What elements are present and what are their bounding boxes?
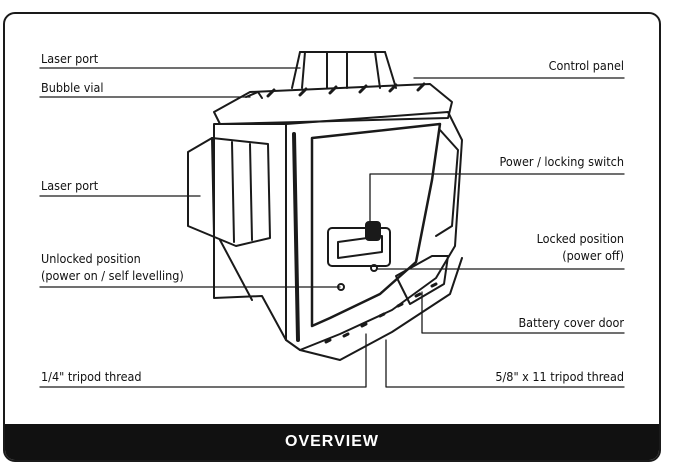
label-locked-position: Locked position bbox=[536, 231, 624, 246]
footer-title: OVERVIEW bbox=[285, 433, 379, 450]
body-top bbox=[213, 82, 453, 125]
battery-cover bbox=[299, 255, 463, 361]
label-locked-detail: (power off) bbox=[562, 248, 624, 263]
label-unlocked-position: Unlocked position bbox=[41, 251, 141, 266]
label-laser-port-top: Laser port bbox=[41, 51, 99, 66]
label-five-eighths-tripod-thread: 5/8" x 11 tripod thread bbox=[495, 369, 624, 384]
side-laser-port bbox=[187, 123, 287, 341]
label-control-panel: Control panel bbox=[548, 58, 624, 73]
label-unlocked-detail: (power on / self levelling) bbox=[41, 268, 184, 283]
label-bubble-vial: Bubble vial bbox=[41, 80, 104, 95]
label-laser-port-side: Laser port bbox=[41, 178, 99, 193]
power-switch-window bbox=[327, 221, 391, 291]
top-laser-port bbox=[291, 51, 397, 89]
label-power-locking-switch: Power / locking switch bbox=[499, 154, 624, 169]
label-battery-cover-door: Battery cover door bbox=[518, 315, 624, 330]
footer-bar: OVERVIEW bbox=[5, 424, 659, 460]
label-quarter-tripod-thread: 1/4" tripod thread bbox=[41, 369, 142, 384]
leader-lines bbox=[39, 67, 625, 388]
